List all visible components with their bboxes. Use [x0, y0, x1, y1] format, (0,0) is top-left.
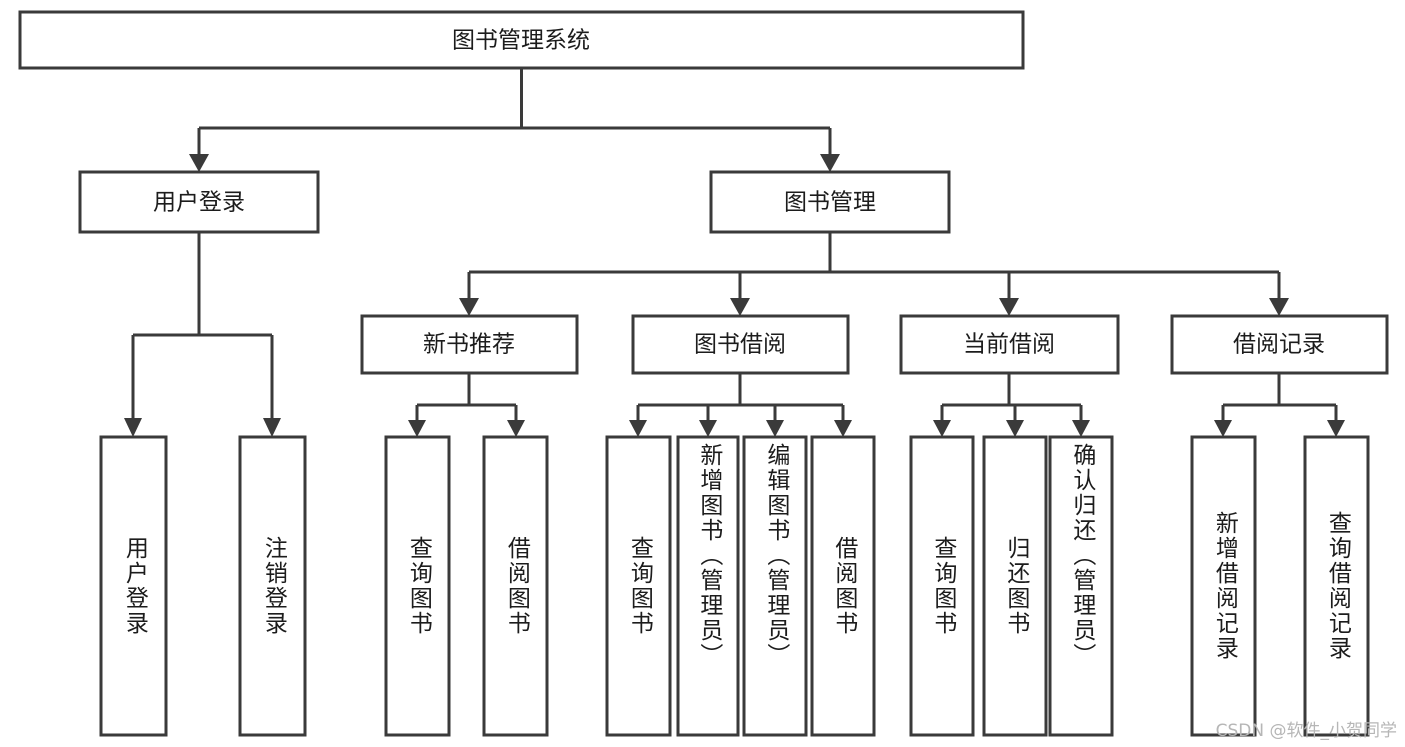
node-box-layer [18, 10, 1389, 737]
leaf-cb-return-book-box[interactable] [982, 435, 1048, 737]
node-new-book-rec-box[interactable] [360, 314, 579, 375]
arrowhead-nbr-leaf-2 [507, 420, 525, 437]
arrowhead-bb-leaf-3 [766, 420, 784, 437]
leaf-br-query-record-box[interactable] [1303, 435, 1370, 737]
node-user-login-box[interactable] [78, 170, 320, 234]
node-label-layer: 图书管理系统 用户登录 图书管理 新书推荐 图书借阅 当前借阅 借阅记录 [153, 28, 1325, 358]
arrowhead-book-mgmt [820, 154, 840, 172]
arrowhead-new-book-rec [459, 298, 479, 316]
leaf-cb-confirm-return-box[interactable] [1048, 435, 1114, 737]
leaf-bb-query-book-box[interactable] [605, 435, 672, 737]
arrowhead-book-borrow [730, 298, 750, 316]
leaf-logout-box[interactable] [238, 435, 307, 737]
leaf-user-login-box[interactable] [99, 435, 168, 737]
arrowhead-current-borrow [999, 298, 1019, 316]
arrowhead-cb-leaf-1 [933, 420, 951, 437]
arrowhead-br-leaf-2 [1327, 420, 1345, 437]
arrowhead-cb-leaf-3 [1072, 420, 1090, 437]
node-user-login-label: 用户登录 [153, 190, 245, 216]
leaf-nbr-query-book-box[interactable] [384, 435, 451, 737]
node-new-book-rec-label: 新书推荐 [423, 332, 515, 358]
node-borrow-record-label: 借阅记录 [1233, 332, 1325, 358]
leaf-bb-borrow-book-box[interactable] [810, 435, 876, 737]
node-current-borrow-box[interactable] [899, 314, 1120, 375]
leaf-bb-add-book-box[interactable] [676, 435, 740, 737]
arrowhead-leaf-logout [263, 418, 281, 437]
node-book-borrow-box[interactable] [631, 314, 850, 375]
connector-layer [124, 68, 1345, 437]
leaf-nbr-borrow-book-box[interactable] [482, 435, 549, 737]
arrowhead-bb-leaf-4 [834, 420, 852, 437]
arrowhead-nbr-leaf-1 [408, 420, 426, 437]
leaf-br-add-record-box[interactable] [1190, 435, 1257, 737]
arrowhead-bb-leaf-2 [699, 420, 717, 437]
node-book-mgmt-label: 图书管理 [784, 190, 876, 216]
node-book-borrow-label: 图书借阅 [694, 332, 786, 358]
node-borrow-record-box[interactable] [1170, 314, 1389, 375]
arrowhead-user-login [189, 154, 209, 172]
leaf-cb-query-book-box[interactable] [909, 435, 975, 737]
node-root-box[interactable] [18, 10, 1025, 70]
arrowhead-leaf-user-login [124, 418, 142, 437]
arrowhead-cb-leaf-2 [1006, 420, 1024, 437]
leaf-bb-edit-book-box[interactable] [742, 435, 808, 737]
arrowhead-borrow-record [1269, 298, 1289, 316]
arrowhead-br-leaf-1 [1214, 420, 1232, 437]
arrowhead-bb-leaf-1 [629, 420, 647, 437]
node-book-mgmt-box[interactable] [709, 170, 951, 234]
csdn-watermark: CSDN @软件_小贺同学 [1215, 721, 1397, 741]
node-root-label: 图书管理系统 [452, 28, 590, 54]
node-current-borrow-label: 当前借阅 [963, 332, 1055, 358]
